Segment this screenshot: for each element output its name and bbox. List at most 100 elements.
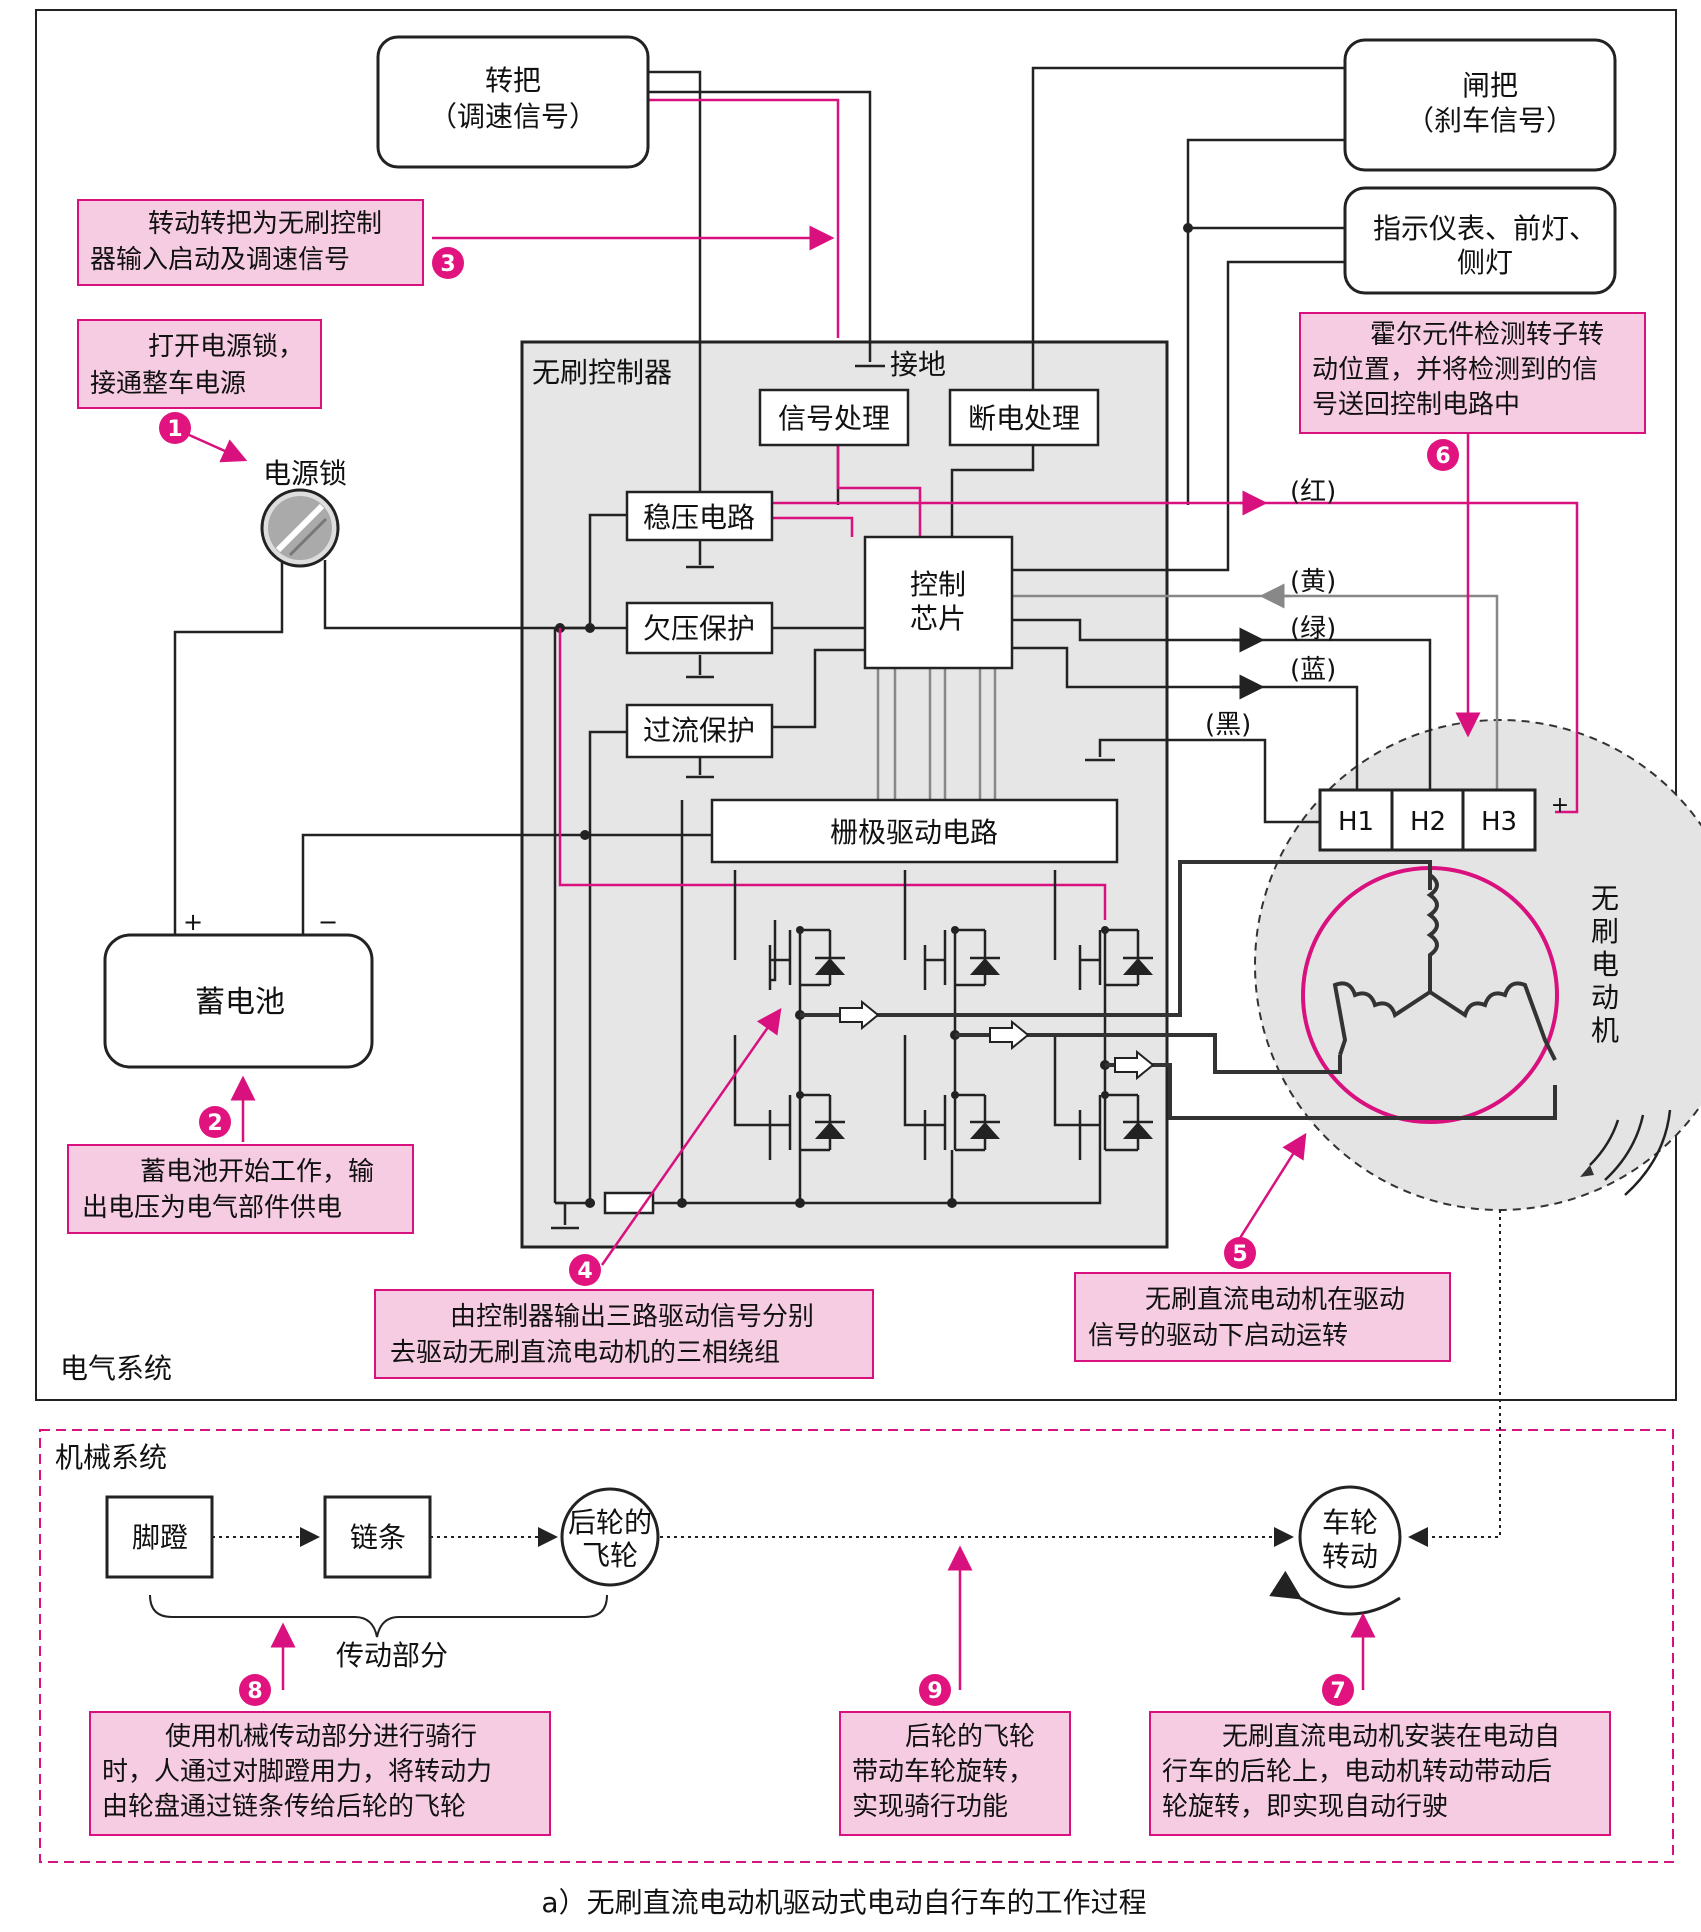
motor-char-2: 刷 [1591,915,1619,948]
motor-vertical-label: 无 刷 电 动 机 [1591,882,1619,1047]
yellow-wire [1012,594,1499,790]
callout-5-badge [1224,1237,1256,1269]
overcurrent-box [625,703,774,759]
undervoltage-box [625,601,774,655]
motor-windings [1332,873,1557,1061]
callout-4-line-1: 由控制器输出三路驱动信号分别 [450,1302,814,1332]
callout-9-line-1: 后轮的飞轮 [905,1722,1035,1752]
controller-box [520,340,1169,1249]
wire-label-red: (红) [1290,477,1336,507]
callout-6-box [1299,312,1646,434]
gate-driver-box [710,798,1119,864]
callout-3-line-1: 转动转把为无刷控制 [148,209,382,239]
callout-8-box [89,1711,551,1836]
wire-label-blue: (蓝) [1290,655,1336,685]
wire-label-yellow: (黄) [1290,567,1336,597]
callout-6-number: 6 [1435,444,1450,469]
callout-5-box [1074,1272,1451,1362]
electrical-frame [35,9,1677,1401]
brake-label: 闸把 [1462,69,1518,102]
callout-2-box [67,1144,414,1234]
motor-char-4: 动 [1591,981,1619,1014]
flywheel-circle [560,1487,660,1587]
callout-4-box [374,1289,874,1379]
callout-2-line-1: 蓄电池开始工作，输 [140,1157,374,1187]
callout-9-line-3: 实现骑行功能 [852,1792,1008,1822]
callout-1-badge [159,412,191,444]
meter-sublabel: 侧灯 [1457,246,1513,279]
pedal-box [105,1495,214,1579]
hall-plus: + [1551,793,1569,818]
flywheel-sublabel: 飞轮 [582,1539,638,1572]
pedal-label: 脚蹬 [132,1521,188,1554]
callout-1: 打开电源锁， 接通整车电源 1 [77,319,322,444]
mechanical-system-label: 机械系统 [55,1441,167,1474]
hall-h2: H2 [1410,807,1446,837]
battery-box [103,933,374,1069]
signal-processing-box [758,388,910,447]
callout-4-badge [569,1254,601,1286]
callout-1-line-2: 接通整车电源 [90,369,246,399]
hall-h3: H3 [1481,807,1517,837]
regulator-label: 稳压电路 [643,501,755,534]
callout-8-number: 8 [247,1679,262,1704]
chip-sublabel: 芯片 [910,602,966,635]
callout-7-box [1149,1711,1611,1836]
callout-5-number: 5 [1232,1242,1247,1267]
power-cut-label: 断电处理 [968,402,1080,435]
signal-processing-label: 信号处理 [778,402,890,435]
callout-4-line-2: 去驱动无刷直流电动机的三相绕组 [390,1338,780,1368]
electrical-system-label: 电气系统 [60,1352,172,1385]
callout-1-box [77,319,322,409]
figure-caption: a）无刷直流电动机驱动式电动自行车的工作过程 [541,1886,1146,1919]
mechanical-frame [39,1429,1674,1863]
callout-3-number: 3 [440,252,455,277]
undervoltage-label: 欠压保护 [643,612,755,645]
power-lock-label: 电源锁 [263,457,347,490]
callout-6-badge [1427,439,1459,471]
callout-2-line-2: 出电压为电气部件供电 [82,1193,342,1223]
magenta-wires [558,98,1579,920]
callout-8-line-3: 由轮盘通过链条传给后轮的飞轮 [102,1792,466,1822]
hall-h1: H1 [1338,807,1374,837]
callout-8-line-1: 使用机械传动部分进行骑行 [165,1722,477,1752]
callout-9-number: 9 [927,1679,942,1704]
callout-6-line-3: 号送回控制电路中 [1312,390,1520,420]
flywheel-label: 后轮的 [568,1506,652,1539]
callout-7-line-2: 行车的后轮上，电动机转动带动后 [1162,1757,1552,1787]
controller-label: 无刷控制器 [532,356,672,389]
motor-char-5: 机 [1591,1014,1619,1047]
callout-7-line-3: 轮旋转，即实现自动行驶 [1162,1792,1448,1822]
callout-3-box [77,199,424,286]
meter-box [1343,186,1617,295]
callout-5-line-1: 无刷直流电动机在驱动 [1145,1285,1405,1315]
brake-box [1343,38,1617,172]
wheel-sublabel: 转动 [1322,1540,1378,1573]
power-stage [733,860,1557,1160]
callout-3: 转动转把为无刷控制 器输入启动及调速信号 3 [77,199,464,286]
callout-6-line-2: 动位置，并将检测到的信 [1312,355,1598,385]
battery-minus: − [318,908,338,936]
meter-label: 指示仪表、前灯、 [1373,212,1597,245]
throttle-box [376,35,650,169]
wheel-label: 车轮 [1322,1506,1378,1539]
callout-8: 8 使用机械传动部分进行骑行 时，人通过对脚蹬用力，将转动力 由轮盘通过链条传给… [89,1674,551,1836]
callout-9-badge [919,1674,951,1706]
wire-label-black: (黑) [1205,710,1251,740]
callout-2: 2 蓄电池开始工作，输 出电压为电气部件供电 [67,1106,414,1234]
throttle-sublabel: （调速信号） [429,100,597,133]
battery-plus: + [183,908,203,936]
callout-8-badge [239,1674,271,1706]
callout-2-number: 2 [207,1111,222,1136]
callout-4-number: 4 [577,1259,592,1284]
control-chip-box [863,535,1014,670]
callout-1-number: 1 [167,417,182,442]
motor-char-1: 无 [1591,882,1619,915]
wheel-circle [1298,1485,1402,1589]
gate-driver-label: 栅极驱动电路 [830,816,998,849]
callout-5: 5 无刷直流电动机在驱动 信号的驱动下启动运转 [1074,1237,1451,1362]
callout-3-badge [432,247,464,279]
callout-4: 4 由控制器输出三路驱动信号分别 去驱动无刷直流电动机的三相绕组 [374,1254,874,1379]
callout-3-line-2: 器输入启动及调速信号 [90,245,350,275]
transmission-brace [149,1594,608,1638]
